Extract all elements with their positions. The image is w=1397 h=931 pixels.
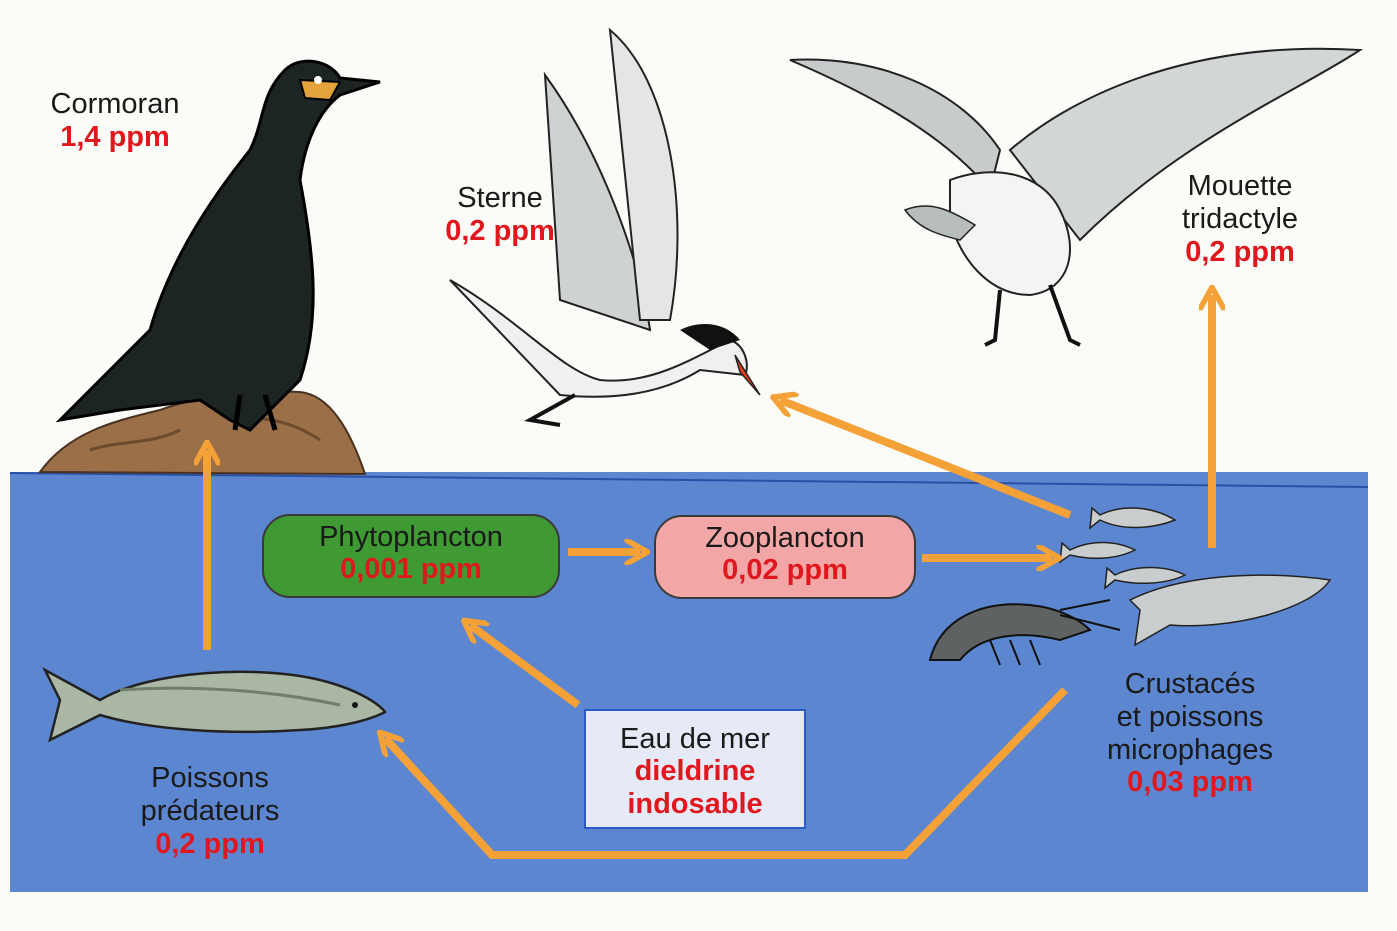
poissons-value: 0,2 ppm: [105, 828, 315, 861]
zooplancton-name: Zooplancton: [656, 523, 914, 555]
crustaces-value: 0,03 ppm: [1075, 766, 1305, 799]
phytoplancton-box: Phytoplancton 0,001 ppm: [262, 514, 560, 598]
crustaces-name-1: Crustacés: [1075, 668, 1305, 701]
cormoran-value: 1,4 ppm: [30, 121, 200, 154]
eau-de-mer-box: Eau de mer dieldrine indosable: [584, 709, 806, 829]
poissons-name-2: prédateurs: [105, 795, 315, 828]
mouette-value: 0,2 ppm: [1140, 236, 1340, 269]
label-mouette: Mouette tridactyle 0,2 ppm: [1140, 170, 1340, 268]
label-crustaces: Crustacés et poissons microphages 0,03 p…: [1075, 668, 1305, 799]
label-cormoran: Cormoran 1,4 ppm: [30, 88, 200, 154]
label-sterne: Sterne 0,2 ppm: [410, 182, 590, 248]
eau-de-mer-value-1: dieldrine: [586, 755, 804, 787]
eau-de-mer-value-2: indosable: [586, 788, 804, 820]
eau-de-mer-name: Eau de mer: [586, 723, 804, 755]
phytoplancton-value: 0,001 ppm: [264, 554, 558, 586]
sterne-name: Sterne: [410, 182, 590, 215]
label-poissons-predateurs: Poissons prédateurs 0,2 ppm: [105, 762, 315, 860]
crustaces-name-2: et poissons: [1075, 701, 1305, 734]
sterne-value: 0,2 ppm: [410, 215, 590, 248]
zooplancton-value: 0,02 ppm: [656, 555, 914, 587]
mouette-name-1: Mouette: [1140, 170, 1340, 203]
mouette-name-2: tridactyle: [1140, 203, 1340, 236]
crustaces-name-3: microphages: [1075, 734, 1305, 767]
poissons-name-1: Poissons: [105, 762, 315, 795]
phytoplancton-name: Phytoplancton: [264, 522, 558, 554]
cormoran-name: Cormoran: [30, 88, 200, 121]
zooplancton-box: Zooplancton 0,02 ppm: [654, 515, 916, 599]
